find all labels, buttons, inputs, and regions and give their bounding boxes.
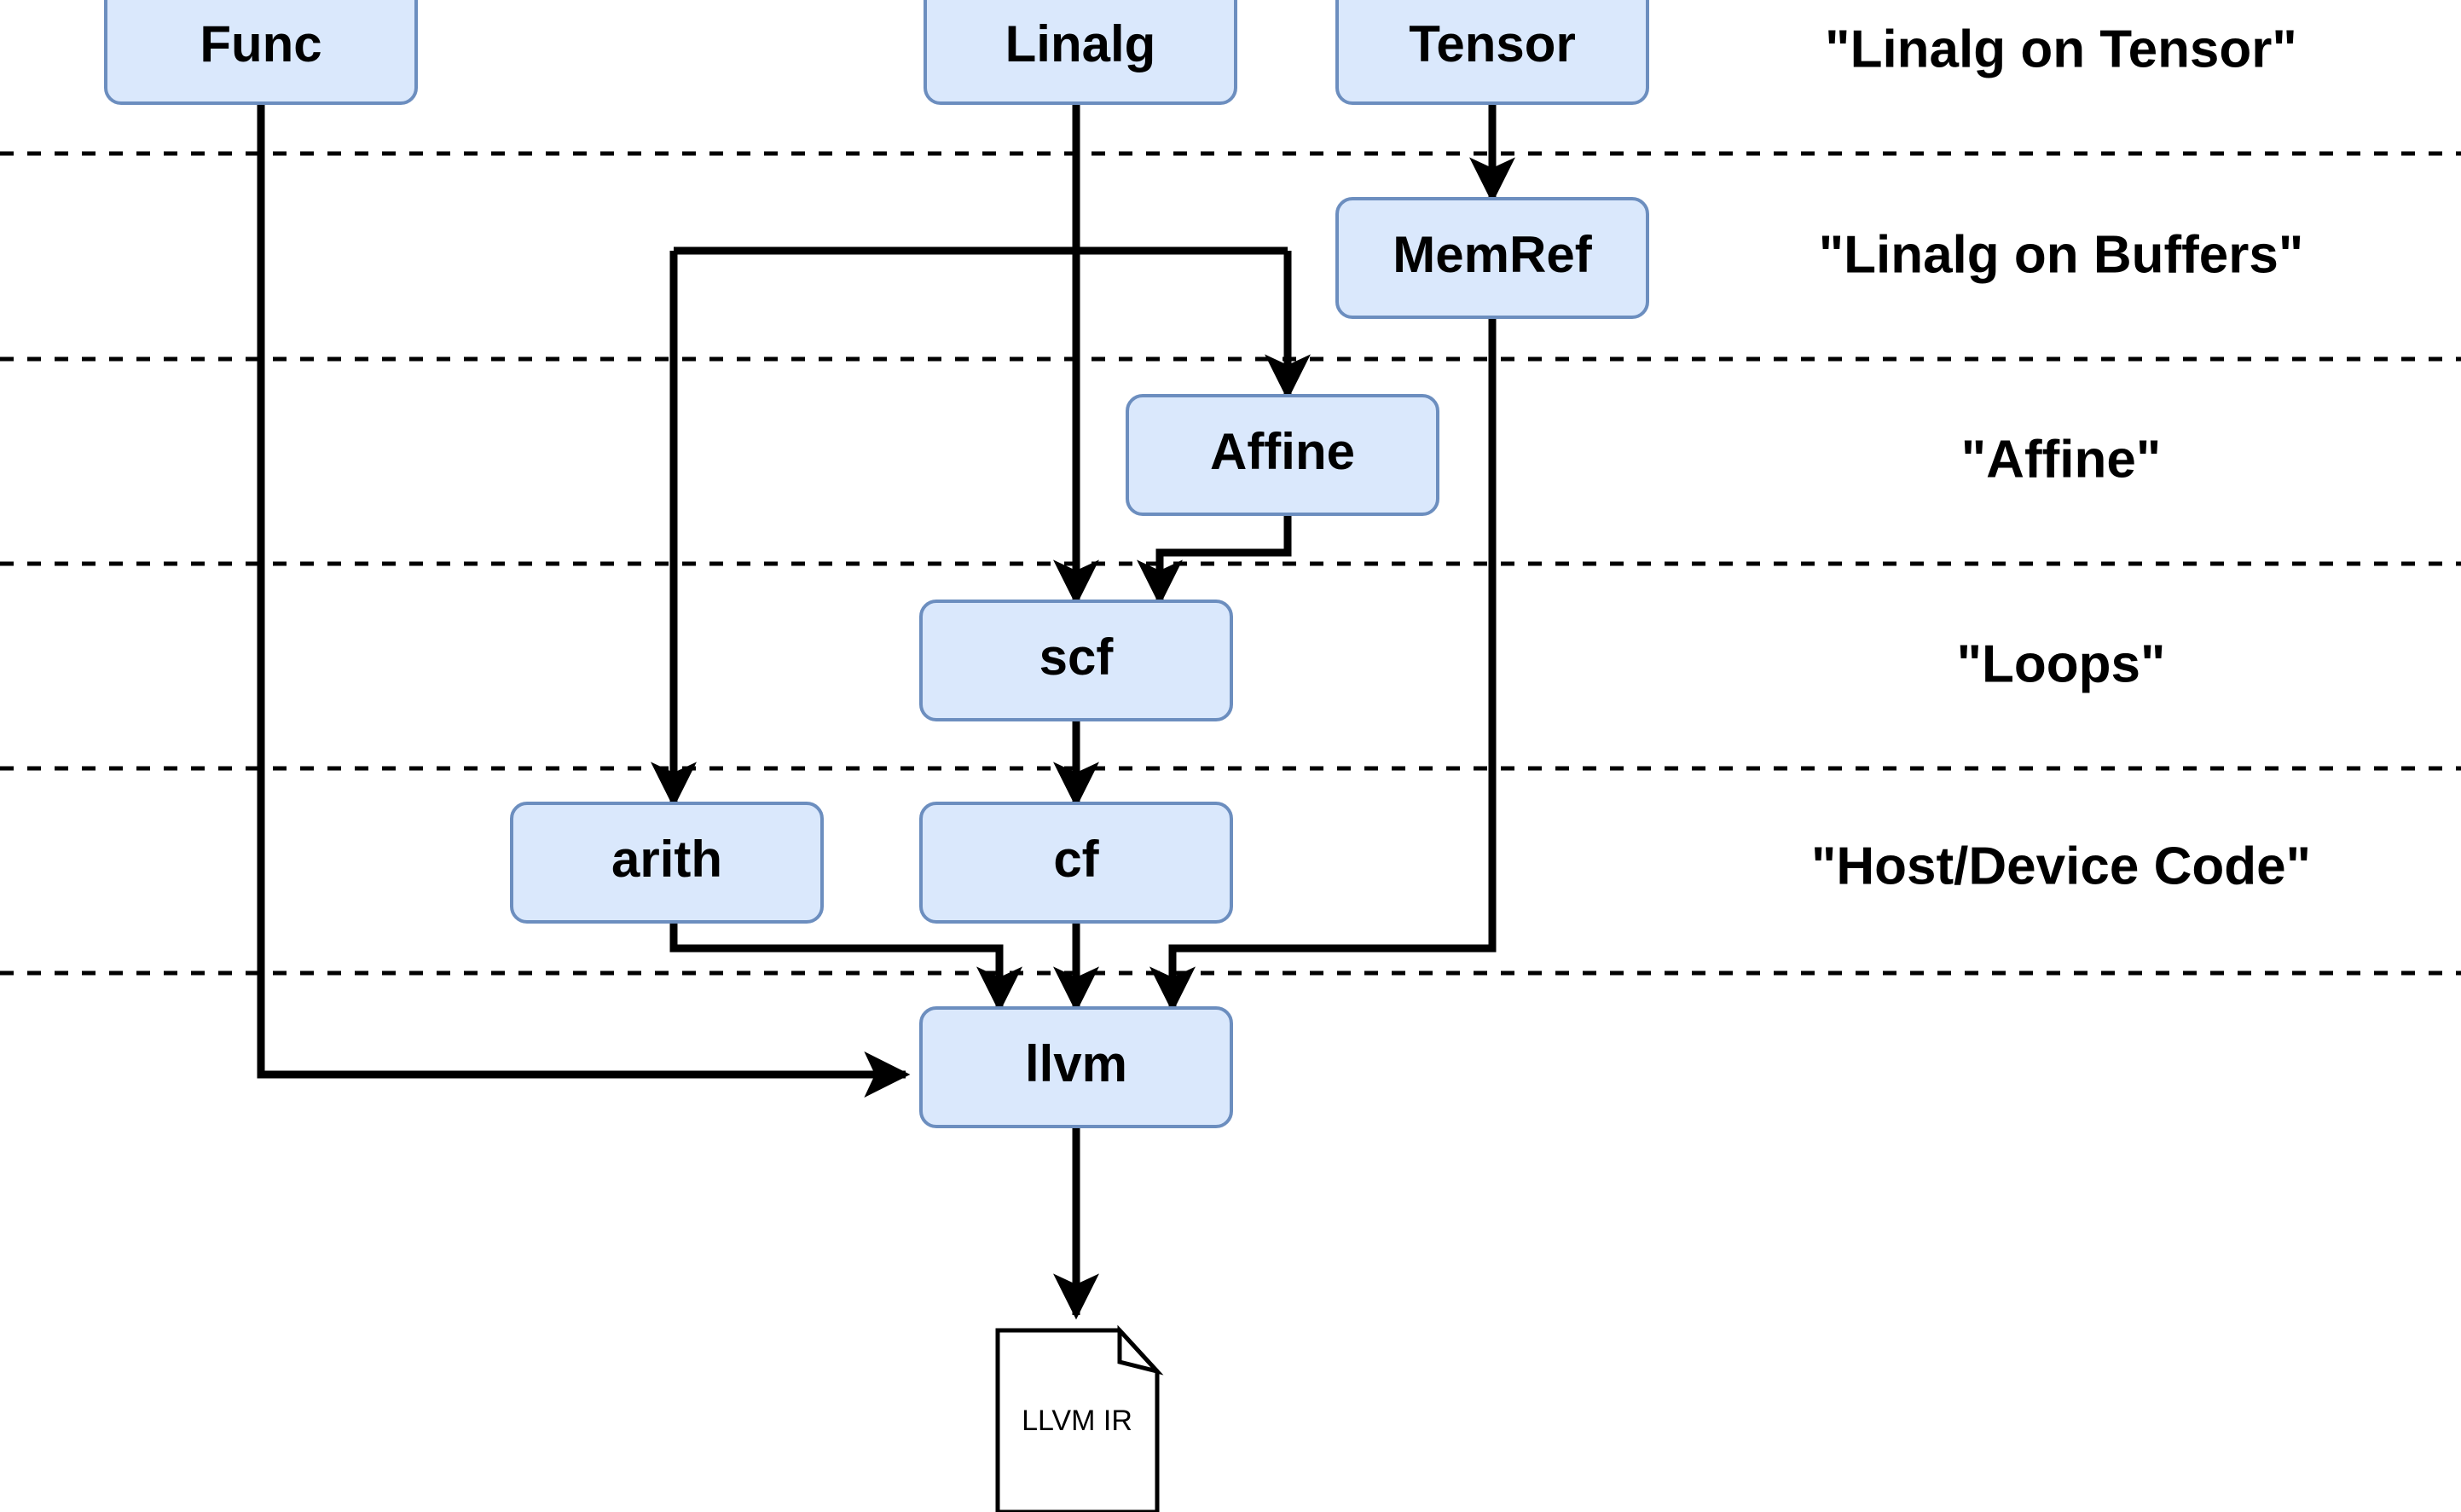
node-llvm[interactable]: llvm	[919, 1006, 1233, 1128]
node-linalg[interactable]: Linalg	[924, 0, 1237, 105]
node-func-label: Func	[200, 15, 321, 72]
stage-label-host-device-code: "Host/Device Code"	[1811, 837, 2311, 895]
node-affine-rect[interactable]	[1126, 394, 1439, 516]
llvm-ir-document-node[interactable]: LLVM IR	[995, 1324, 1164, 1512]
document-fold-corner-icon	[1117, 1324, 1164, 1376]
stage-label-linalg-on-buffers: "Linalg on Buffers"	[1819, 225, 2304, 284]
edges	[257, 103, 1515, 1320]
stage-label-affine: "Affine"	[1961, 430, 2161, 489]
node-affine-label: Affine	[1210, 423, 1355, 480]
node-memref-rect[interactable]	[1335, 197, 1649, 319]
node-linalg-rect[interactable]	[924, 0, 1237, 105]
node-func-rect[interactable]	[104, 0, 418, 105]
node-cf[interactable]: cf	[919, 802, 1233, 924]
node-arith-label: arith	[611, 831, 722, 888]
node-tensor[interactable]: Tensor	[1335, 0, 1649, 105]
node-tensor-label: Tensor	[1409, 15, 1576, 72]
node-cf-label: cf	[1053, 831, 1099, 888]
edge-arith-to-llvm	[669, 922, 1022, 1013]
node-affine[interactable]: Affine	[1126, 394, 1439, 516]
node-llvm-label: llvm	[1025, 1035, 1127, 1092]
edge-affine-to-scf	[1137, 514, 1292, 606]
llvm-ir-document-label: LLVM IR	[1022, 1405, 1132, 1437]
stage-labels: "Linalg on Tensor" "Linalg on Buffers" "…	[1811, 20, 2311, 895]
document-icon[interactable]	[995, 1328, 1160, 1512]
node-memref-label: MemRef	[1393, 226, 1592, 283]
nodes: Func Linalg Tensor MemRef Affine scf	[104, 0, 1649, 1128]
stage-label-linalg-on-tensor: "Linalg on Tensor"	[1825, 20, 2297, 78]
node-scf-rect[interactable]	[919, 600, 1233, 721]
node-scf[interactable]: scf	[919, 600, 1233, 721]
node-cf-rect[interactable]	[919, 802, 1233, 924]
node-memref[interactable]: MemRef	[1335, 197, 1649, 319]
node-arith-rect[interactable]	[510, 802, 824, 924]
edge-memref-to-llvm	[1149, 317, 1497, 1013]
node-linalg-label: Linalg	[1005, 15, 1156, 72]
edge-func-to-llvm	[257, 103, 911, 1098]
node-arith[interactable]: arith	[510, 802, 824, 924]
node-llvm-rect[interactable]	[919, 1006, 1233, 1128]
stage-dividers	[0, 151, 2461, 976]
node-tensor-rect[interactable]	[1335, 0, 1649, 105]
node-func[interactable]: Func	[104, 0, 418, 105]
stage-label-loops: "Loops"	[1957, 634, 2166, 693]
node-scf-label: scf	[1039, 629, 1115, 686]
